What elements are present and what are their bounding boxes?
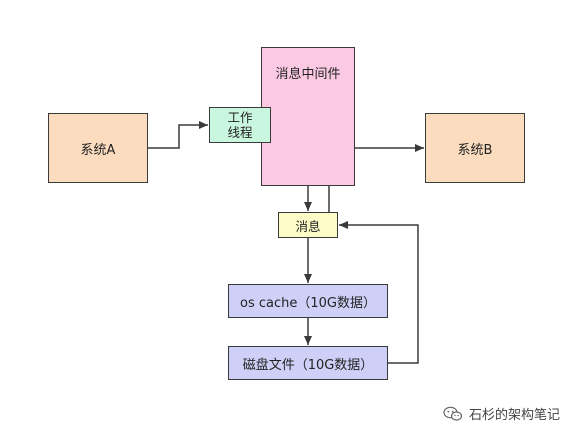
message-node: 消息	[278, 212, 338, 238]
disk-file-label: 磁盘文件（10G数据）	[242, 357, 374, 373]
watermark: 石杉的架构笔记	[443, 404, 560, 423]
worker-thread-node: 工作 线程	[209, 107, 271, 143]
worker-label-line1: 工作	[227, 110, 253, 125]
watermark-text: 石杉的架构笔记	[469, 408, 561, 423]
arrow-disk-to-message	[339, 221, 419, 364]
wechat-icon	[443, 406, 463, 421]
os-cache-node: os cache（10G数据）	[228, 284, 388, 318]
os-cache-label: os cache（10G数据）	[240, 295, 376, 311]
system-a-label: 系统A	[80, 142, 116, 158]
arrow-systema-to-worker	[148, 121, 208, 149]
disk-file-node: 磁盘文件（10G数据）	[228, 346, 388, 380]
worker-label-line2: 线程	[227, 125, 253, 140]
middleware-node: 消息中间件	[261, 47, 355, 186]
middleware-label: 消息中间件	[275, 67, 341, 82]
message-label: 消息	[295, 218, 321, 234]
system-b-label: 系统B	[457, 142, 493, 158]
system-a-node: 系统A	[48, 113, 148, 183]
system-b-node: 系统B	[425, 113, 525, 183]
